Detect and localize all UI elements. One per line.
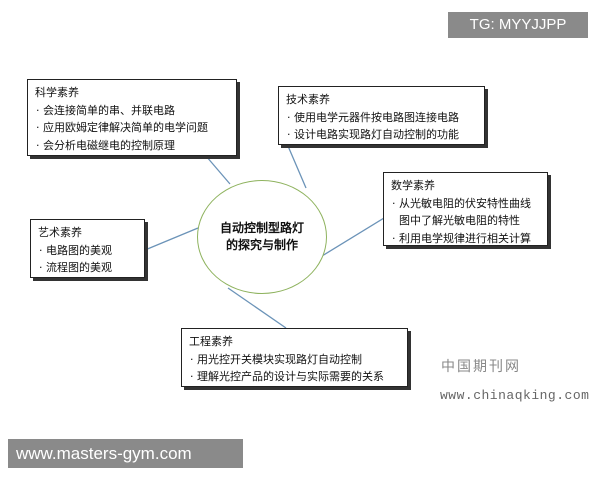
node-engineering-title: 工程素养 [189,335,233,348]
connector-art [144,227,199,251]
node-math-title: 数学素养 [391,179,435,192]
node-science-item: 应用欧姆定律解决简单的电学问题 [35,119,230,137]
node-engineering-item: 理解光控产品的设计与实际需要的关系 [189,368,401,386]
node-technology: 技术素养 使用电学元器件按电路图连接电路 设计电路实现路灯自动控制的功能 [278,86,485,145]
node-math-item: 从光敏电阻的伏安特性曲线图中了解光敏电阻的特性 [391,195,541,230]
node-art-item: 电路图的美观 [38,242,138,260]
node-engineering: 工程素养 用光控开关模块实现路灯自动控制 理解光控产品的设计与实际需要的关系 [181,328,408,387]
connector-technology [287,145,307,189]
chinaqking-watermark-cn: 中国期刊网 [441,359,521,375]
node-science-item: 会连接简单的串、并联电路 [35,102,230,120]
node-art-title: 艺术素养 [38,226,82,239]
node-science: 科学素养 会连接简单的串、并联电路 应用欧姆定律解决简单的电学问题 会分析电磁继… [27,79,237,156]
chinaqking-watermark-url: www.chinaqking.com [440,388,590,403]
node-technology-item: 设计电路实现路灯自动控制的功能 [286,126,478,144]
masters-watermark: www.masters-gym.com [8,439,243,468]
tg-watermark: TG: MYYJJPP [448,12,588,38]
node-math-item: 利用电学规律进行相关计算 [391,230,541,248]
node-art-item: 流程图的美观 [38,259,138,277]
node-art: 艺术素养 电路图的美观 流程图的美观 [30,219,145,278]
node-technology-item: 使用电学元器件按电路图连接电路 [286,109,478,127]
center-topic: 自动控制型路灯的探究与制作 [197,180,327,294]
center-topic-label: 自动控制型路灯的探究与制作 [219,221,304,252]
connector-science [205,155,231,185]
connector-engineering [227,287,287,329]
connector-math [321,217,385,257]
node-science-title: 科学素养 [35,86,79,99]
node-engineering-item: 用光控开关模块实现路灯自动控制 [189,351,401,369]
node-science-item: 会分析电磁继电的控制原理 [35,137,230,155]
node-math: 数学素养 从光敏电阻的伏安特性曲线图中了解光敏电阻的特性 利用电学规律进行相关计… [383,172,548,248]
node-technology-title: 技术素养 [286,93,330,106]
